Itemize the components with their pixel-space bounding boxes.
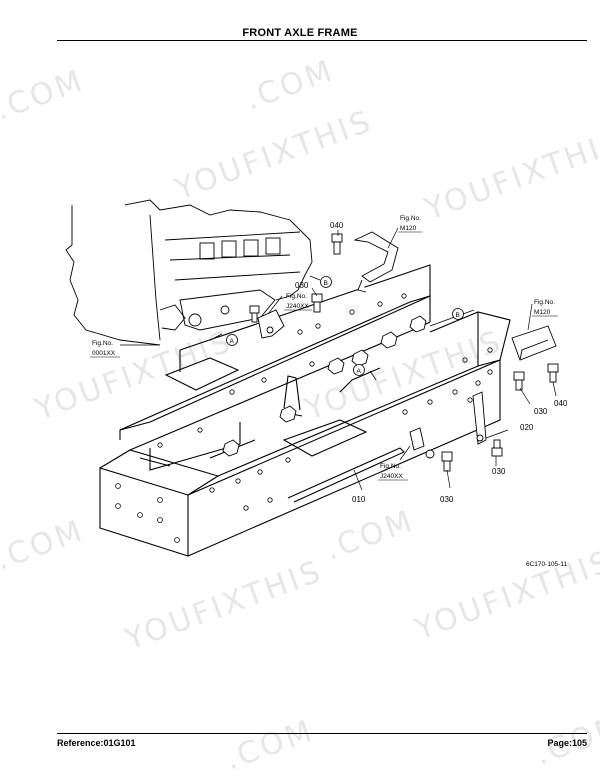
main-frame xyxy=(99,264,511,557)
fig-ref-m120-right: Fig.No. M120 xyxy=(532,299,558,317)
svg-text:J240XX: J240XX xyxy=(380,473,403,480)
fig-ref-0001xx: Fig.No. 0001XX xyxy=(90,340,120,358)
watermark-layer: .COM YOUFIXTHIS YOUFIXTHIS .COM YOUFIXTH… xyxy=(0,53,600,776)
svg-text:Fig.No.: Fig.No. xyxy=(534,299,555,306)
marker-b-lower: B xyxy=(452,308,464,320)
svg-text:M120: M120 xyxy=(534,309,551,316)
watermark-com: .COM xyxy=(0,513,89,577)
watermark-com: .COM xyxy=(241,53,339,117)
callout-010: 010 xyxy=(352,495,366,504)
svg-text:Fig.No.: Fig.No. xyxy=(380,463,401,470)
svg-text:A: A xyxy=(357,368,362,375)
marker-a-upper: A xyxy=(226,334,238,346)
diagram-code: 6C170-105-11 xyxy=(526,561,567,568)
svg-text:Fig.No.: Fig.No. xyxy=(92,340,113,347)
svg-text:A: A xyxy=(230,338,235,345)
svg-text:Fig.No.: Fig.No. xyxy=(286,293,307,300)
watermark: YOUFIXTHIS xyxy=(30,324,238,428)
watermark: YOUFIXTHIS xyxy=(120,554,328,658)
svg-text:0001XX: 0001XX xyxy=(92,350,116,357)
svg-text:J240XX: J240XX xyxy=(286,303,309,310)
callout-040: 040 xyxy=(554,399,568,408)
fig-ref-j240xx-lower: Fig.No. J240XX xyxy=(378,463,408,481)
watermark-com: .COM xyxy=(221,713,319,776)
page-number: Page:105 xyxy=(547,738,587,748)
callout-030: 030 xyxy=(440,495,454,504)
callout-030: 030 xyxy=(295,281,309,290)
svg-text:B: B xyxy=(324,280,328,287)
reference-label: Reference:01G101 xyxy=(57,738,136,748)
engine-block xyxy=(65,199,313,346)
svg-text:Fig.No.: Fig.No. xyxy=(400,215,421,222)
svg-text:M120: M120 xyxy=(400,225,417,232)
callout-030: 030 xyxy=(492,467,506,476)
callout-030: 030 xyxy=(534,407,548,416)
leader-lines xyxy=(120,227,557,491)
marker-b-upper: B xyxy=(309,275,332,288)
page-title: FRONT AXLE FRAME xyxy=(242,27,358,39)
watermark-com: .COM xyxy=(321,503,419,567)
callout-020: 020 xyxy=(520,423,534,432)
nuts xyxy=(222,315,427,457)
fig-ref-j240xx-upper: Fig.No. J240XX xyxy=(284,293,312,311)
svg-text:B: B xyxy=(456,312,460,319)
fig-ref-m120-top: Fig.No. M120 xyxy=(398,215,422,233)
watermark: YOUFIXTHIS xyxy=(170,104,378,208)
marker-a-lower: A xyxy=(353,364,365,376)
watermark: YOUFIXTHIS xyxy=(420,124,600,228)
watermark: YOUFIXTHIS xyxy=(410,544,600,648)
watermark-com: .COM xyxy=(0,63,89,127)
footer-rule xyxy=(57,733,587,734)
bolts-brackets xyxy=(249,231,559,472)
header-rule xyxy=(57,40,587,41)
callout-040: 040 xyxy=(330,221,344,230)
frame-holes xyxy=(115,293,493,543)
